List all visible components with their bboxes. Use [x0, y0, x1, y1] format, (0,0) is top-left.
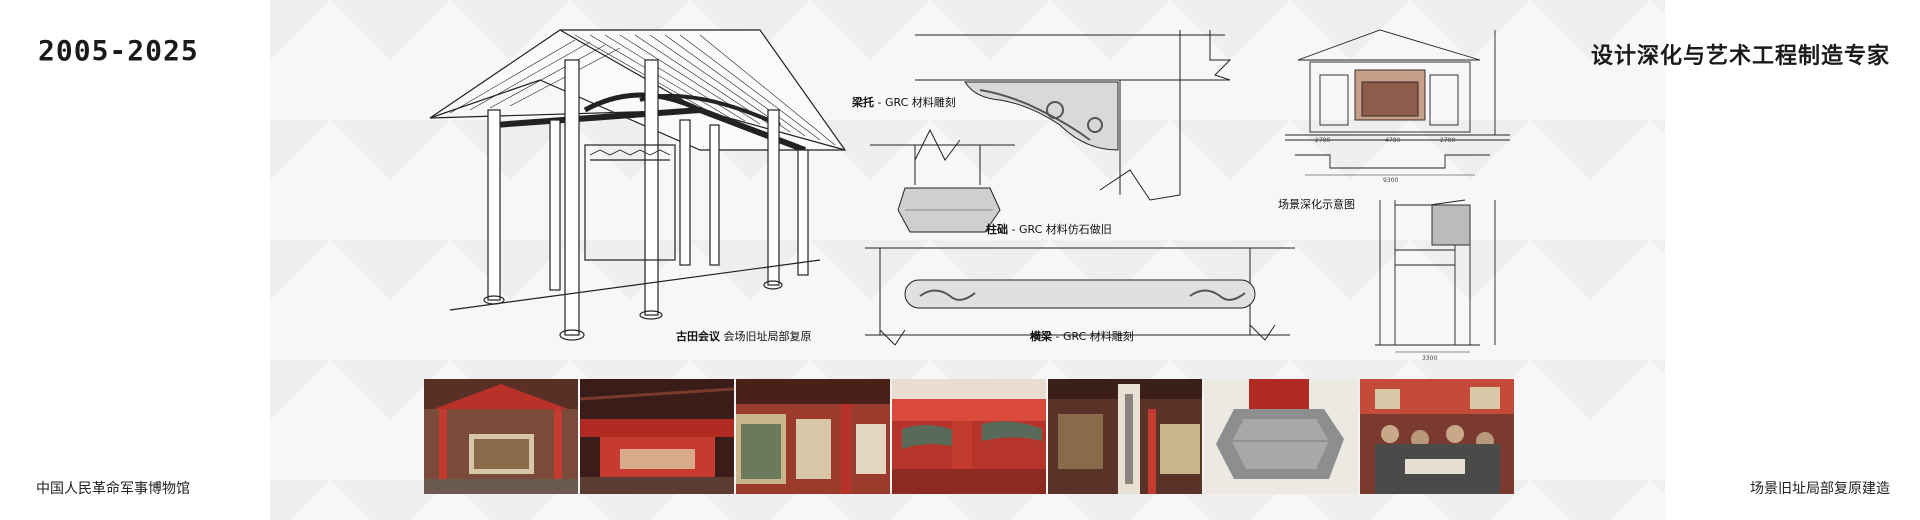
elevation-diagram	[1285, 29, 1510, 176]
pavilion-sketch	[429, 29, 847, 341]
caption-hengliang-bold: 横梁	[1030, 330, 1052, 343]
caption-scene-diagram: 场景深化示意图	[1278, 198, 1355, 211]
dimension-labels: 2780 4780 2780 9300 3300	[1315, 137, 1455, 362]
caption-gutian: 古田会议 会场旧址局部复原	[676, 328, 812, 344]
dim-elev-total: 9300	[1383, 177, 1398, 184]
dim-section-width: 3300	[1422, 355, 1437, 362]
caption-liangtuo-bold: 梁托	[852, 96, 874, 109]
photo-stone-base	[1204, 379, 1358, 494]
caption-hengliang-rest: - GRC 材料雕刻	[1052, 330, 1134, 343]
photo-ceiling-beams	[580, 379, 734, 494]
caption-gutian-rest: 会场旧址局部复原	[720, 330, 812, 343]
caption-liangtuo: 梁托 - GRC 材料雕刻	[852, 94, 956, 110]
dim-elev-a: 2780	[1315, 137, 1330, 144]
footer-museum-label: 中国人民革命军事博物馆	[36, 481, 190, 497]
caption-hengliang: 横梁 - GRC 材料雕刻	[1030, 328, 1134, 344]
photo-meeting-scene	[1360, 379, 1514, 494]
dim-elev-b: 4780	[1385, 137, 1400, 144]
caption-zhuchu-rest: - GRC 材料仿石做旧	[1008, 223, 1112, 236]
column-base-drawing	[870, 128, 1015, 233]
caption-gutian-bold: 古田会议	[676, 330, 720, 343]
caption-zhuchu-bold: 柱础	[986, 223, 1008, 236]
beam-drawing	[865, 247, 1295, 346]
years-title: 2005-2025	[38, 34, 199, 67]
photo-calligraphy-column	[1048, 379, 1202, 494]
photo-corridor-murals	[736, 379, 890, 494]
footer-scene-label: 场景旧址局部复原建造	[1750, 481, 1890, 497]
slogan-title: 设计深化与艺术工程制造专家	[1590, 44, 1890, 69]
photo-carved-bracket	[892, 379, 1046, 494]
section-diagram	[1375, 199, 1496, 353]
photo-strip	[424, 379, 1514, 494]
caption-liangtuo-rest: - GRC 材料雕刻	[874, 96, 956, 109]
caption-zhuchu: 柱础 - GRC 材料仿石做旧	[986, 221, 1112, 237]
bracket-drawing	[915, 30, 1232, 201]
dim-elev-c: 2780	[1440, 137, 1455, 144]
photo-hall-entrance	[424, 379, 578, 494]
